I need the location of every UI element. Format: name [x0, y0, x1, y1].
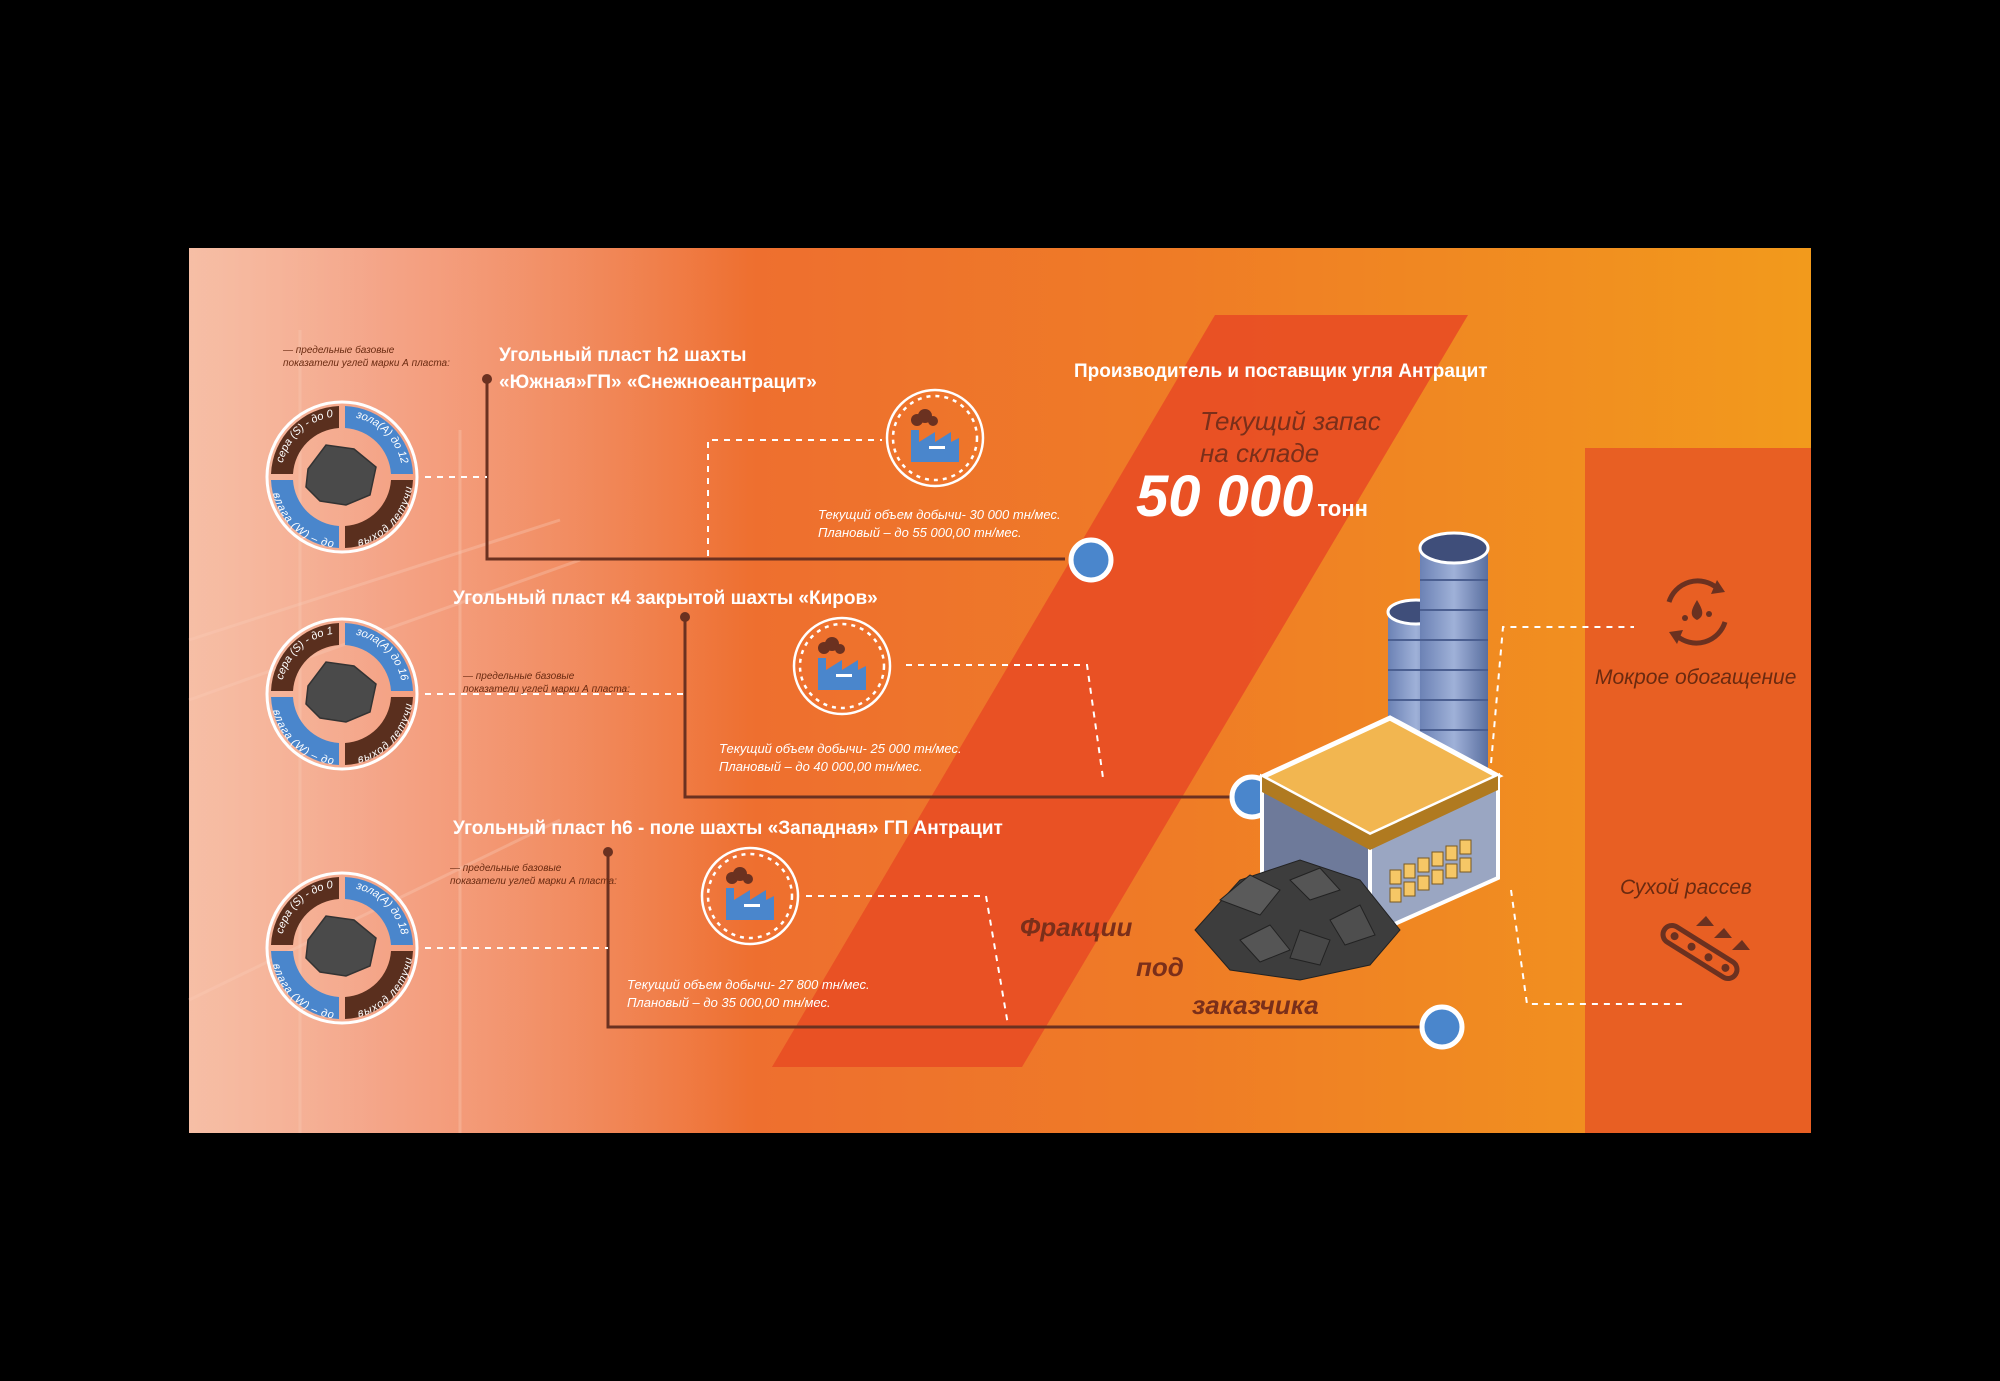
seam2-planned: Плановый – до 40 000,00 тн/мес. [719, 759, 923, 774]
factory-badges [700, 388, 985, 946]
stock-label-line1: Текущий запас [1200, 406, 1381, 436]
seam1-note: — предельные базовые показатели углей ма… [283, 345, 450, 369]
seam1-current: Текущий объем добычи- 30 000 тн/мес. [818, 507, 1061, 522]
service-dry-label: Сухой рассев [1620, 876, 1752, 899]
seam1-title-line2: «Южная»ГП» «Снежноеантрацит» [499, 372, 817, 393]
conveyor-icon [1660, 916, 1750, 981]
fractions-line2: под [1136, 952, 1184, 982]
fractions-line3: заказчика [1192, 990, 1319, 1020]
seam2-current: Текущий объем добычи- 25 000 тн/мес. [719, 741, 962, 756]
tagline: Производитель и поставщик угля Антрацит [1074, 361, 1488, 382]
connector-lines [485, 379, 1430, 1029]
stock-unit: тонн [1317, 496, 1368, 521]
seam1-title: Угольный пласт h2 шахты «Южная»ГП» «Снеж… [499, 342, 817, 396]
seam2-note: — предельные базовые показатели углей ма… [463, 671, 630, 695]
seam-rings [265, 400, 419, 1025]
seam1-planned: Плановый – до 55 000,00 тн/мес. [818, 525, 1022, 540]
services-panel [1585, 448, 1811, 1133]
dashed-lines [425, 439, 1685, 1026]
seam2-stats: Текущий объем добычи- 25 000 тн/мес. Пла… [719, 740, 962, 776]
diagonal-stripe [772, 315, 1468, 1067]
service-wet-label: Мокрое обогащение [1595, 666, 1797, 689]
stock-label-line2: на складе [1200, 438, 1320, 468]
seam3-note: — предельные базовые показатели углей ма… [450, 863, 617, 887]
seam2-title: Угольный пласт к4 закрытой шахты «Киров» [453, 588, 878, 609]
seam3-title: Угольный пласт h6 - поле шахты «Западная… [453, 818, 1003, 839]
fractions-line1: Фракции [1020, 912, 1133, 942]
seam1-title-line1: Угольный пласт h2 шахты [499, 345, 747, 366]
seam3-planned: Плановый – до 35 000,00 тн/мес. [627, 995, 831, 1010]
wet-enrichment-icon [1666, 578, 1728, 646]
seam3-current: Текущий объем добычи- 27 800 тн/мес. [627, 977, 870, 992]
seam3-stats: Текущий объем добычи- 27 800 тн/мес. Пла… [627, 976, 870, 1012]
factory-illustration [1194, 531, 1504, 981]
factory-icons [726, 409, 959, 920]
seam1-stats: Текущий объем добычи- 30 000 тн/мес. Пла… [818, 506, 1061, 542]
stock-value: 50 000 [1136, 464, 1314, 529]
